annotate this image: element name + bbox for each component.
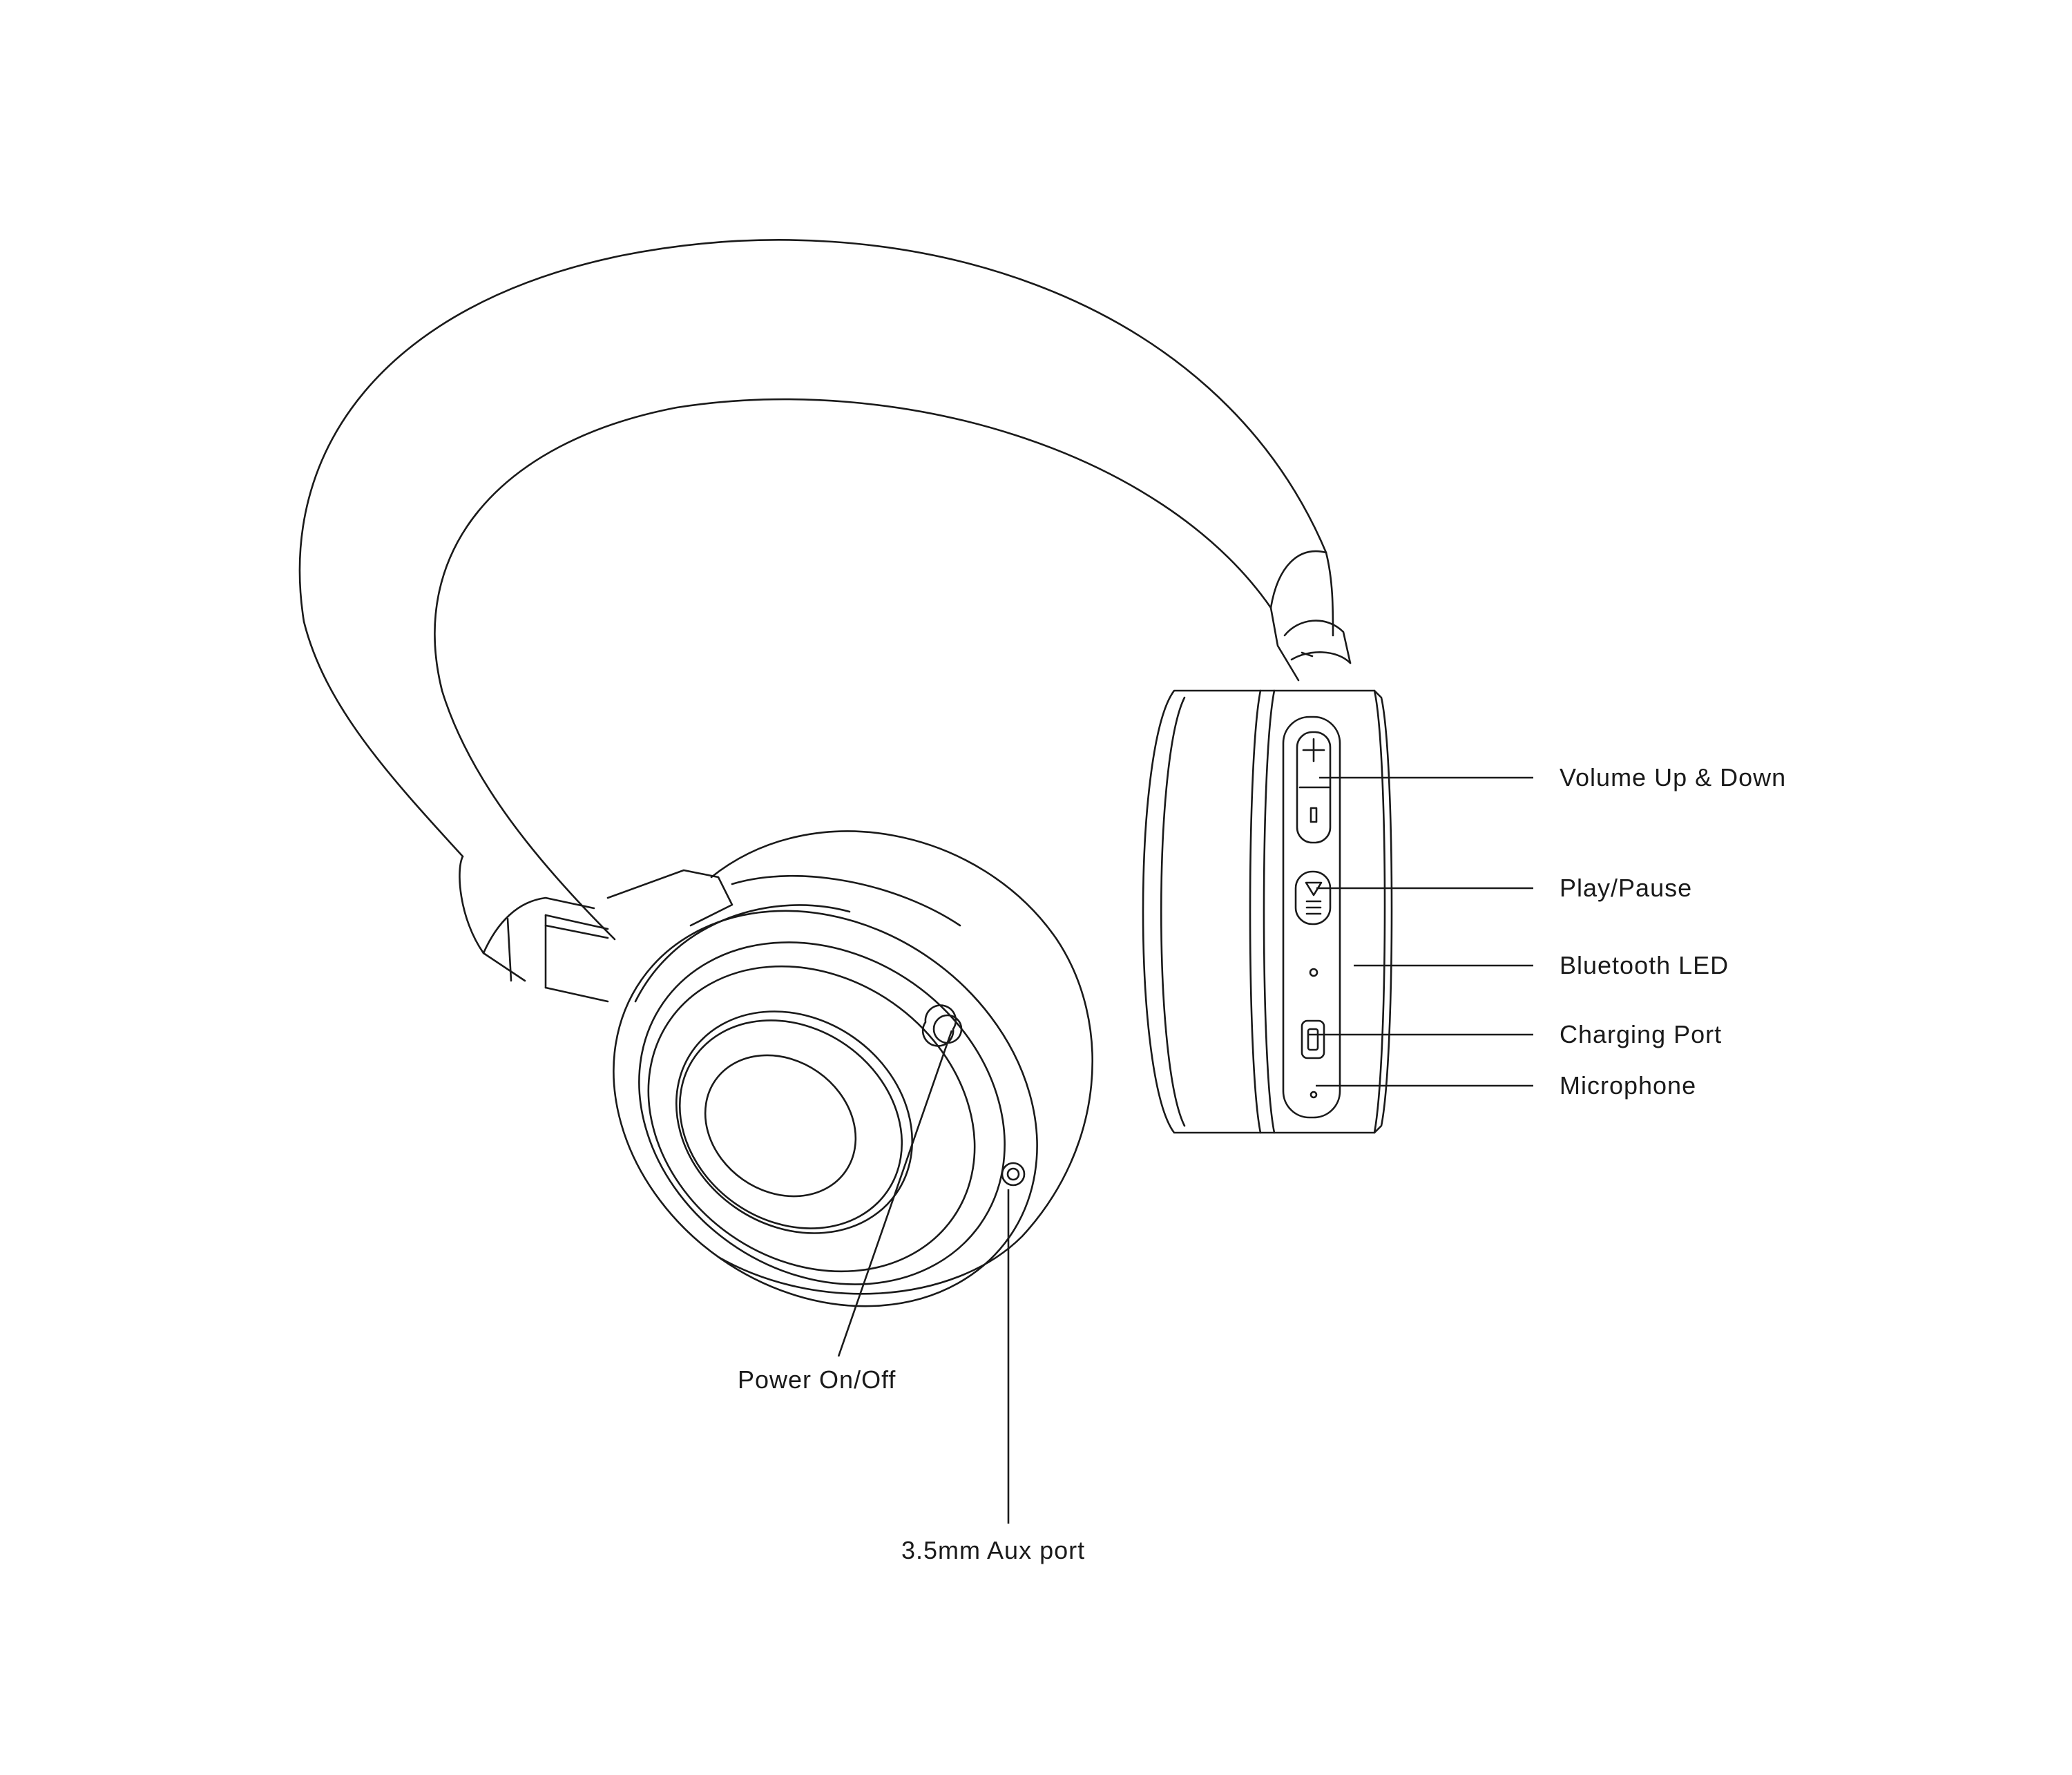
leader-lines bbox=[837, 776, 1533, 1524]
label-bluetooth-led: Bluetooth LED bbox=[1560, 951, 1729, 979]
charging-port bbox=[1301, 1019, 1325, 1059]
label-volume: Volume Up & Down bbox=[1560, 763, 1786, 791]
aux-port bbox=[1001, 1162, 1026, 1187]
microphone-hole bbox=[1310, 1091, 1318, 1099]
label-play-pause: Play/Pause bbox=[1560, 874, 1692, 902]
callout-labels: Volume Up & Down Play/Pause Bluetooth LE… bbox=[738, 763, 1786, 1564]
left-earcup bbox=[613, 830, 1093, 1307]
label-aux: 3.5mm Aux port bbox=[901, 1536, 1085, 1564]
label-charging-port: Charging Port bbox=[1560, 1020, 1722, 1048]
right-earcup bbox=[1142, 689, 1393, 1134]
bluetooth-led bbox=[1309, 968, 1318, 977]
label-power: Power On/Off bbox=[738, 1365, 896, 1394]
minus-icon bbox=[1310, 807, 1318, 823]
left-hinge bbox=[459, 855, 733, 1003]
volume-rocker bbox=[1296, 731, 1332, 844]
plus-icon bbox=[1302, 738, 1325, 762]
power-button bbox=[921, 1004, 957, 1047]
play-pause-button bbox=[1294, 870, 1332, 925]
label-microphone: Microphone bbox=[1560, 1071, 1696, 1100]
headband bbox=[298, 239, 1334, 941]
right-hinge bbox=[1269, 606, 1352, 682]
right-controls bbox=[1282, 716, 1341, 1119]
